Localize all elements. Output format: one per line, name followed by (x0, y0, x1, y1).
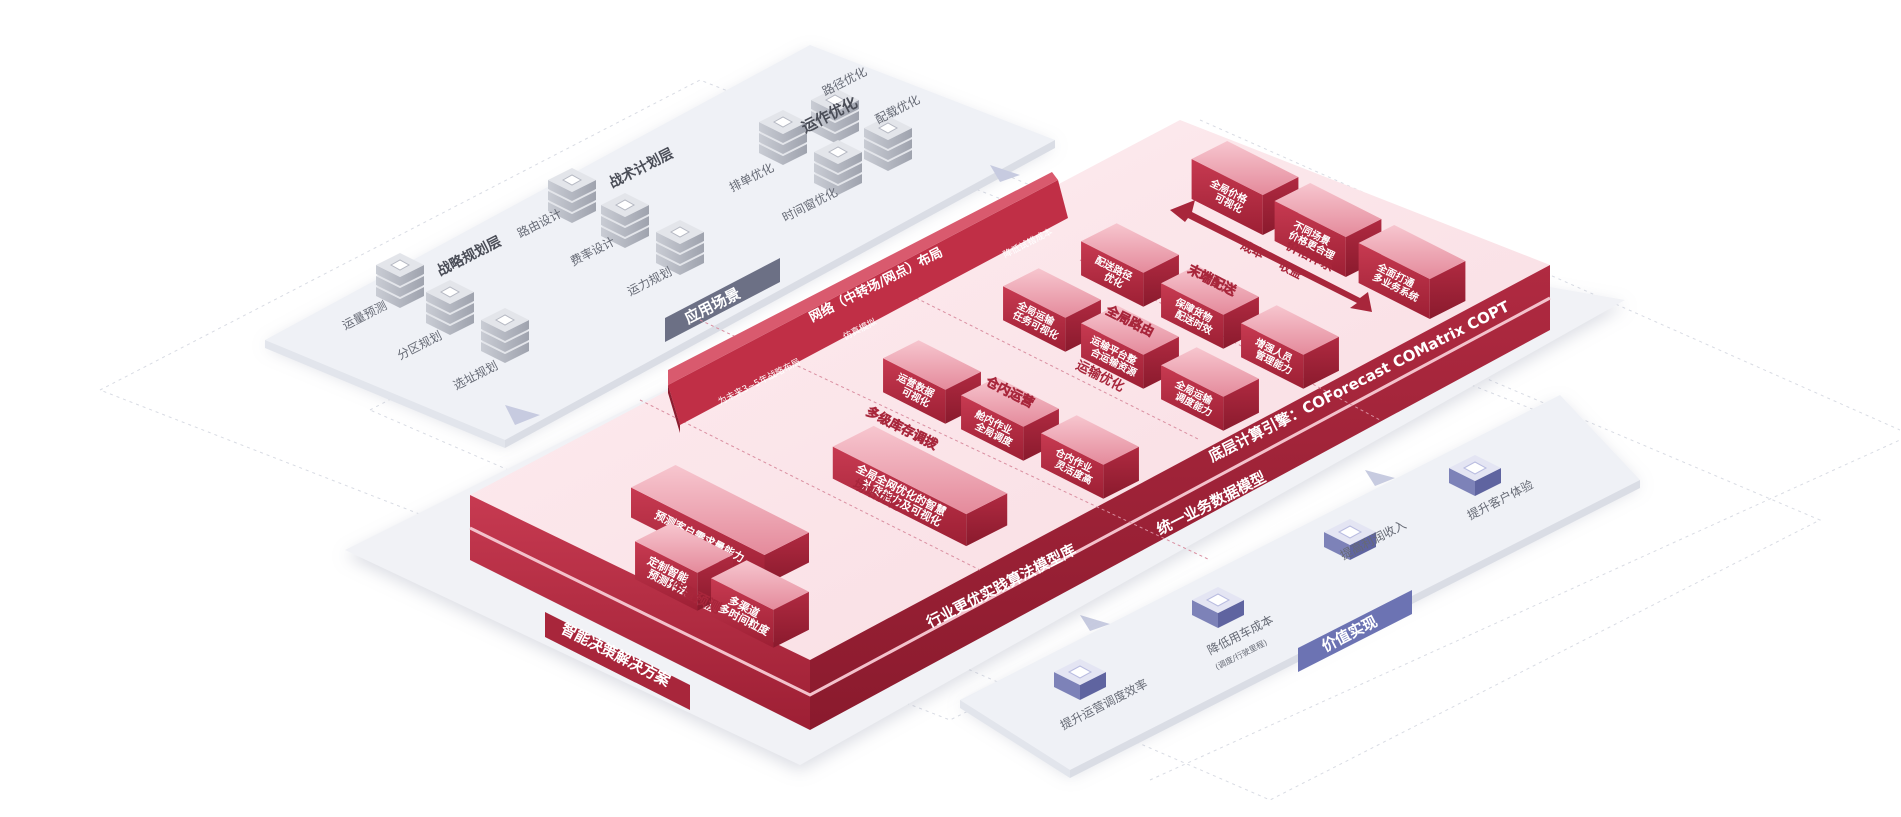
value-panel: 提升运营调度效率 降低用车成本 (调度/行驶里程) 提高利润收入 提升客户体验 … (960, 395, 1640, 778)
server-icon (548, 168, 596, 223)
flow-arrow-icon (1365, 470, 1395, 486)
value-boxes (1054, 455, 1501, 700)
server-icon (481, 308, 529, 363)
server-icon (601, 193, 649, 248)
solution-platform: 网络（中转场/网点）布局 为未来3~5年战略布局 仿真模拟 降低试错成本 成本 … (345, 120, 1625, 765)
value-cube-icon (1192, 587, 1244, 628)
value-cube-icon (1449, 455, 1501, 496)
strategy-servers (376, 253, 529, 363)
flow-arrow-icon (990, 165, 1020, 182)
server-icon (759, 110, 807, 165)
tactical-servers (548, 168, 704, 275)
flow-arrow-icon (505, 405, 540, 425)
value-cube-icon (1324, 519, 1376, 560)
scenario-panel: 战略规划层 运量预测 分区规划 选址规划 战术计划层 路由设计 费率设计 运力规… (265, 45, 1055, 448)
solution-blocks: 预测客户需求量能力定制智能预测算法多渠道多时间粒度全局全网优化的智慧补货能力及可… (631, 141, 1466, 648)
value-cube-icon (1054, 659, 1106, 700)
server-icon (811, 88, 859, 143)
operation-servers (759, 88, 912, 195)
server-icon (426, 280, 474, 335)
flow-arrow-icon (1080, 615, 1110, 631)
server-icon (656, 220, 704, 275)
server-icon (864, 116, 912, 171)
server-icon (376, 253, 424, 308)
server-icon (814, 140, 862, 195)
